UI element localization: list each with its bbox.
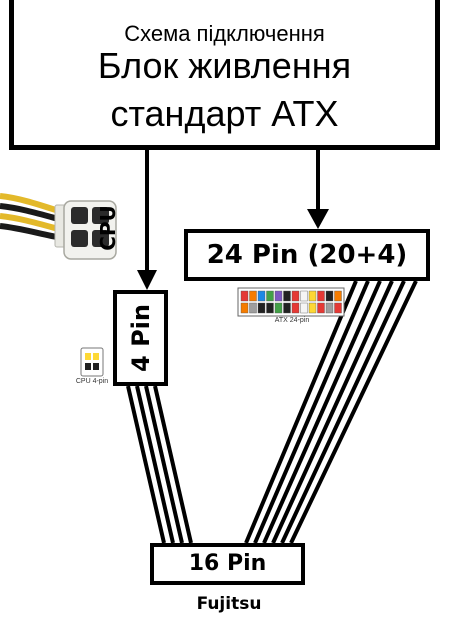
atx-pin	[283, 302, 291, 314]
atx-pin	[325, 302, 334, 314]
atx-pin	[291, 290, 300, 302]
cpu-label: CPU	[96, 205, 120, 251]
atx-pin	[300, 290, 308, 302]
atx-pin	[308, 290, 317, 302]
atx-pin	[274, 290, 283, 302]
atx-pin	[240, 302, 249, 314]
psu-title: Блок живлення	[97, 45, 352, 86]
psu-to-cpu-arrow	[137, 150, 157, 290]
cpu-4pin-icon	[80, 347, 104, 377]
connector-4pin-box: 4 Pin	[113, 290, 168, 386]
atx-caption: ATX 24-pin	[274, 317, 310, 324]
psu-standard: стандарт ATX	[110, 93, 339, 134]
connector-16pin-box: 16 Pin	[150, 543, 305, 585]
atx-pin	[317, 290, 325, 302]
atx-pin	[325, 290, 334, 302]
atx-pin	[291, 302, 300, 314]
atx-pin	[334, 302, 342, 314]
atx-pin	[334, 290, 342, 302]
cpu4-caption: CPU 4-pin	[75, 378, 109, 385]
atx-pin	[266, 302, 274, 314]
atx-pin	[266, 290, 274, 302]
brand-label: Fujitsu	[196, 594, 262, 614]
atx-pin	[257, 290, 266, 302]
connector-24pin-box: 24 Pin (20+4)	[184, 229, 430, 281]
atx-pin	[257, 302, 266, 314]
atx-pin	[274, 302, 283, 314]
atx-24pin-icon	[237, 287, 345, 317]
connector-24pin-label: 24 Pin (20+4)	[206, 240, 408, 270]
psu-subtitle: Схема підключення	[124, 21, 325, 46]
connector-4pin-label: 4 Pin	[126, 304, 155, 372]
atx-pin	[308, 302, 317, 314]
atx-pin	[249, 290, 257, 302]
cpu-connector-photo	[0, 193, 117, 260]
psu-box: Схема підключення Блок живлення стандарт…	[9, 0, 440, 150]
wires-4pin-to-16pin	[126, 385, 193, 544]
connector-16pin-label: 16 Pin	[188, 551, 267, 576]
atx-pin	[240, 290, 249, 302]
atx-pin	[300, 302, 308, 314]
psu-to-24pin-arrow	[307, 150, 329, 229]
wires-24pin-to-16pin	[244, 280, 418, 544]
atx-pin	[283, 290, 291, 302]
atx-pin	[249, 302, 257, 314]
atx-pin	[317, 302, 325, 314]
